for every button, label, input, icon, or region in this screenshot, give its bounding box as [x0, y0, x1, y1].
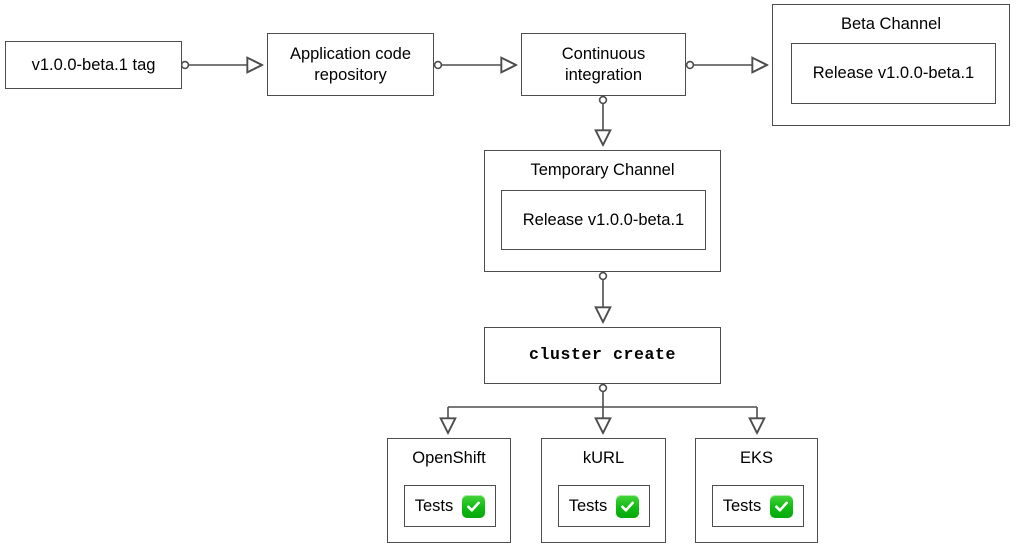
beta-channel-release-box[interactable]: Release v1.0.0-beta.1 — [791, 43, 996, 104]
node-version-tag-label: v1.0.0-beta.1 tag — [31, 55, 156, 74]
group-temporary-channel-title: Temporary Channel — [530, 161, 675, 179]
group-target-kurl[interactable]: kURL Tests — [541, 438, 666, 543]
group-target-openshift[interactable]: OpenShift Tests — [387, 438, 511, 543]
eks-tests-label: Tests — [722, 496, 762, 515]
group-target-eks[interactable]: EKS Tests — [695, 438, 818, 543]
temporary-channel-release-box[interactable]: Release v1.0.0-beta.1 — [501, 190, 706, 250]
openshift-tests-box[interactable]: Tests — [404, 485, 496, 527]
kurl-tests-label: Tests — [568, 496, 608, 515]
node-continuous-integration-label: Continuous integration — [561, 45, 646, 84]
kurl-tests-box[interactable]: Tests — [558, 485, 650, 527]
group-target-openshift-title: OpenShift — [412, 449, 486, 467]
node-cluster-create-label: cluster create — [528, 345, 677, 365]
group-temporary-channel[interactable]: Temporary Channel Release v1.0.0-beta.1 — [484, 150, 721, 272]
group-beta-channel-title: Beta Channel — [841, 15, 941, 33]
node-version-tag[interactable]: v1.0.0-beta.1 tag — [5, 41, 182, 89]
node-application-code-repository[interactable]: Application code repository — [267, 33, 434, 96]
eks-tests-box[interactable]: Tests — [712, 485, 804, 527]
temporary-channel-release-label: Release v1.0.0-beta.1 — [522, 210, 685, 229]
node-cluster-create[interactable]: cluster create — [484, 327, 721, 384]
beta-channel-release-label: Release v1.0.0-beta.1 — [812, 64, 975, 82]
group-target-eks-title: EKS — [739, 449, 774, 467]
group-target-kurl-title: kURL — [582, 449, 625, 467]
node-application-code-repository-label: Application code repository — [289, 45, 412, 84]
check-mark-button-icon — [616, 494, 640, 518]
check-mark-button-icon — [770, 494, 794, 518]
openshift-tests-label: Tests — [414, 496, 454, 515]
check-mark-button-icon — [462, 494, 486, 518]
node-continuous-integration[interactable]: Continuous integration — [521, 33, 686, 96]
group-beta-channel[interactable]: Beta Channel Release v1.0.0-beta.1 — [772, 4, 1010, 126]
